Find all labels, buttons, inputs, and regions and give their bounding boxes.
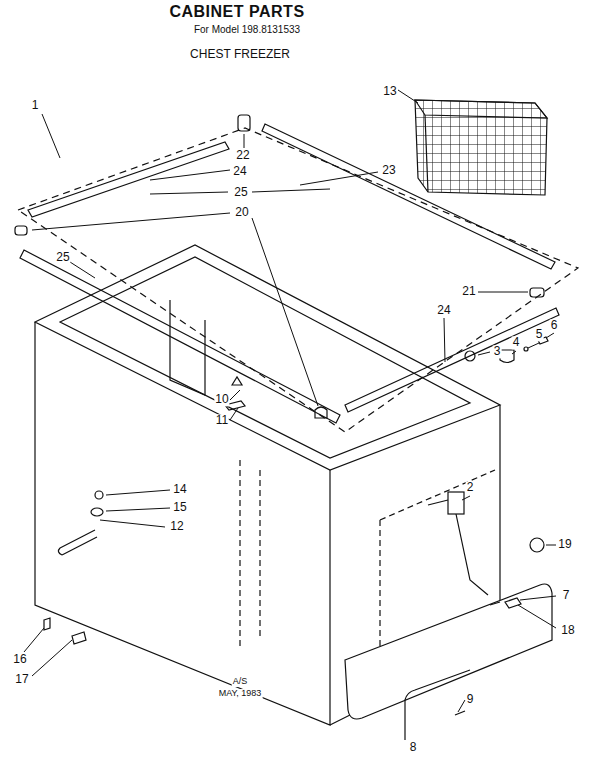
- rail: [345, 308, 559, 412]
- callout-number: 19: [557, 538, 572, 551]
- note-text: For Model 198.8131533: [193, 24, 301, 35]
- basket: [415, 100, 547, 195]
- rail: [20, 250, 340, 423]
- cabinet-front: [35, 322, 330, 725]
- handle: [58, 530, 97, 555]
- callout-number: 14: [172, 483, 187, 496]
- note-text: CHEST FREEZER: [189, 48, 291, 61]
- callout-number: 4: [512, 336, 521, 349]
- callout-number: 13: [382, 85, 397, 98]
- callout-number: 22: [235, 149, 250, 162]
- note-text: A/S: [232, 677, 249, 687]
- cabinet-label: [170, 300, 205, 395]
- callout-number: 17: [14, 673, 29, 686]
- callout-number: 9: [466, 693, 475, 706]
- cabinet-top: [35, 245, 500, 470]
- hinge-part: [465, 351, 475, 361]
- callout-number: 7: [562, 589, 571, 602]
- corner-piece: [15, 226, 27, 235]
- wire: [428, 500, 488, 595]
- callout-number: 5: [535, 328, 544, 341]
- callout-number: 20: [234, 206, 249, 219]
- cord-part: [490, 602, 500, 605]
- callout-number: 1: [31, 99, 40, 112]
- access-panel: [345, 584, 552, 719]
- diagram-title: CABINET PARTS: [169, 3, 304, 21]
- hinge-part: [500, 350, 514, 363]
- callout-number: 10: [214, 393, 229, 406]
- corner-piece: [238, 115, 250, 131]
- clip: [44, 618, 50, 630]
- corner-piece: [530, 288, 544, 297]
- grommet: [530, 538, 544, 552]
- basket-edge: [425, 115, 428, 192]
- corner-piece: [315, 407, 327, 418]
- screw: [524, 347, 528, 351]
- callout-number: 8: [409, 741, 418, 754]
- callout-number: 24: [232, 165, 247, 178]
- hidden-line: [240, 460, 260, 650]
- callout-number: 25: [233, 186, 248, 199]
- cabinet-opening: [60, 257, 470, 458]
- screw: [72, 632, 86, 644]
- panel-bracket: [405, 670, 470, 740]
- callout-number: 11: [215, 414, 229, 427]
- callout-number: 25: [55, 251, 70, 264]
- callout-number: 15: [172, 501, 187, 514]
- callout-number: 21: [461, 285, 476, 298]
- cord-part: [505, 598, 521, 608]
- callout-number: 12: [169, 520, 184, 533]
- lock-part: [232, 377, 242, 385]
- callout-number: 16: [12, 653, 27, 666]
- note-text: MAY, 1983: [218, 689, 263, 699]
- callout-number: 3: [493, 345, 502, 358]
- callout-number: 23: [381, 164, 396, 177]
- thermostat: [448, 492, 464, 514]
- knob-part: [91, 508, 103, 516]
- callout-number: 18: [560, 624, 575, 637]
- screw: [455, 711, 465, 715]
- callout-number: 24: [436, 304, 451, 317]
- basket-rim: [415, 100, 547, 118]
- callout-number: 2: [466, 481, 475, 494]
- callout-number: 6: [550, 319, 559, 332]
- knob-part: [95, 491, 103, 499]
